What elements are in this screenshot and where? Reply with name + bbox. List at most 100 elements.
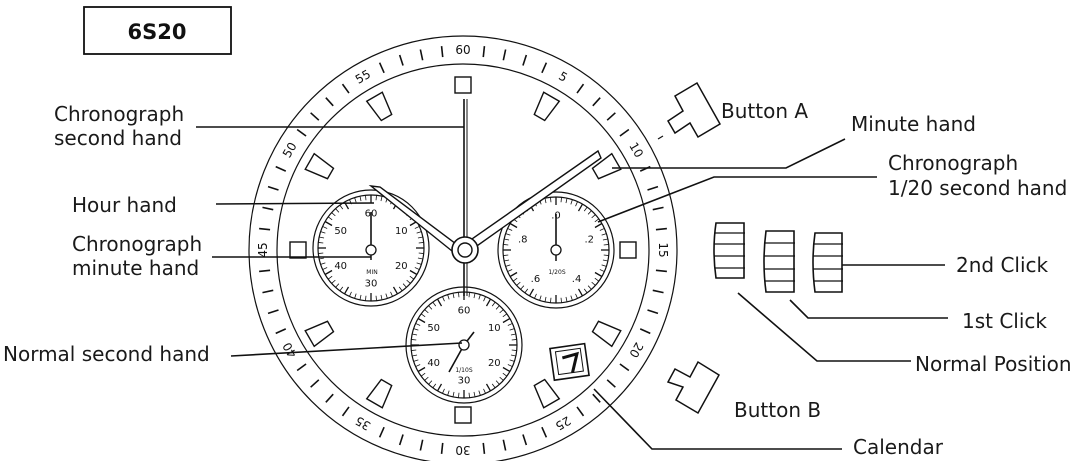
subdial-tick xyxy=(503,244,509,246)
subdial-tick xyxy=(318,242,324,244)
subdial-tick xyxy=(468,292,470,298)
subdial-tick xyxy=(520,285,525,290)
subdial-number: 40 xyxy=(334,261,347,272)
bezel-tick xyxy=(482,46,486,58)
subdial-tick xyxy=(319,257,325,260)
label-button-a: Button A xyxy=(721,99,808,123)
button-b-shape xyxy=(666,360,721,415)
subdial-tick xyxy=(365,195,367,201)
subdial-tick xyxy=(509,359,515,362)
subdial-tick xyxy=(436,383,443,392)
label-normal-second-hand: Normal second hand xyxy=(3,342,210,366)
subdial-tick xyxy=(602,238,608,241)
subdial-tick xyxy=(509,271,518,278)
subdial-tick xyxy=(414,226,420,229)
subdial-tick xyxy=(416,262,422,265)
subdial-number: 50 xyxy=(334,226,347,237)
subdial-tick xyxy=(507,364,513,367)
bezel-tick xyxy=(310,112,320,121)
subdial-tick xyxy=(591,281,596,286)
subdial-tick xyxy=(385,293,388,299)
subdial-tick xyxy=(409,269,418,276)
bezel-tick xyxy=(592,97,601,107)
crown-first-click xyxy=(763,230,795,293)
subdial-tick xyxy=(570,199,573,205)
subdial-tick xyxy=(415,323,421,326)
bezel-tick xyxy=(576,83,585,94)
subdial-right-caption: 1/20S xyxy=(548,269,565,276)
bezel-tick xyxy=(296,363,307,372)
subdial-tick xyxy=(458,292,460,298)
subdial-tick xyxy=(499,309,504,314)
bezel-number: 20 xyxy=(626,340,646,360)
subdial-tick xyxy=(327,275,333,280)
model-title: 6S20 xyxy=(128,20,187,44)
subdial-tick xyxy=(499,376,504,381)
bezel-tick xyxy=(619,128,630,137)
hour-marker-baton xyxy=(304,320,335,348)
bezel-tick xyxy=(310,379,320,388)
subdial-tick xyxy=(411,349,417,351)
bezel-tick xyxy=(267,185,279,191)
subdial-tick xyxy=(375,195,377,201)
subdial-tick xyxy=(359,196,362,202)
bezel-tick xyxy=(522,434,528,446)
subdial-tick xyxy=(502,372,508,377)
subdial-tick xyxy=(509,222,518,229)
bezel-number: 60 xyxy=(455,43,470,57)
subdial-number: 30 xyxy=(365,279,378,290)
bezel-tick xyxy=(606,112,616,121)
subdial-tick xyxy=(601,264,607,267)
bezel-inner-ring xyxy=(276,63,650,437)
bezel-tick xyxy=(502,439,507,451)
subdial-tick xyxy=(339,204,344,210)
subdial-tick xyxy=(354,197,357,203)
subdial-tick xyxy=(432,383,437,389)
chrono-second-hand xyxy=(463,99,468,296)
bezel-number: 55 xyxy=(353,67,373,87)
hour-marker-square xyxy=(454,76,472,94)
bezel-number: 40 xyxy=(280,340,300,360)
subdial-tick xyxy=(380,294,383,300)
subdial-tick xyxy=(594,271,603,278)
subdial-number: 30 xyxy=(458,376,471,387)
subdial-tick xyxy=(415,364,421,367)
subdial-tick xyxy=(339,286,344,292)
subdial-tick xyxy=(505,233,511,236)
subdial-tick xyxy=(583,288,588,294)
subdial-tick xyxy=(452,391,455,397)
subdial-tick xyxy=(587,285,592,290)
bezel-tick xyxy=(647,185,659,191)
label-calendar: Calendar xyxy=(853,435,944,459)
subdial-tick xyxy=(575,293,578,299)
subdial-number: 20 xyxy=(395,261,408,272)
subdial-tick xyxy=(507,323,513,326)
subdial-tick xyxy=(359,294,362,300)
subdial-tick xyxy=(331,279,336,284)
subdial-tick xyxy=(528,288,535,297)
bezel-number: 10 xyxy=(626,140,646,160)
subdial-number: .4 xyxy=(572,274,582,285)
subdial-tick xyxy=(516,281,521,286)
bezel-tick xyxy=(325,393,334,403)
bezel-tick xyxy=(606,379,616,388)
bezel-tick xyxy=(341,83,350,94)
subdial-tick xyxy=(603,254,609,256)
subdial-tick xyxy=(602,259,608,262)
subdial-tick xyxy=(478,294,481,300)
subdial-tick xyxy=(473,293,476,299)
subdial-tick xyxy=(402,283,407,288)
bezel-tick xyxy=(576,406,585,417)
subdial-tick xyxy=(511,349,517,351)
subdial-tick xyxy=(365,295,367,301)
label-button-b: Button B xyxy=(734,398,821,422)
subdial-number: 60 xyxy=(458,306,471,317)
subdial-tick xyxy=(565,198,568,204)
subdial-tick xyxy=(452,293,455,299)
bezel-tick xyxy=(275,328,287,335)
subdial-tick xyxy=(412,333,418,336)
